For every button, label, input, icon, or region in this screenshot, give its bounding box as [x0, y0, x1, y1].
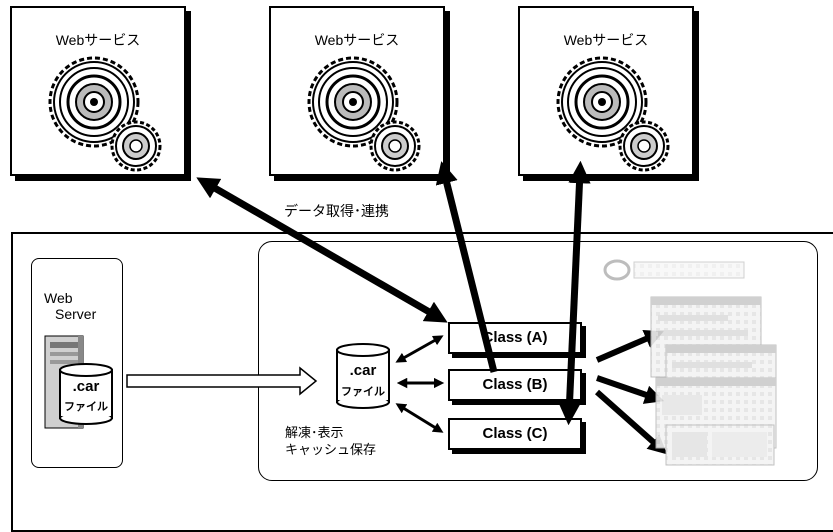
- biz-browser-logo: [603, 259, 745, 281]
- web-service-box-2: Webサービス: [269, 6, 445, 176]
- screenshots-stack: [650, 296, 777, 466]
- web-service-box-1: Webサービス: [10, 6, 186, 176]
- web-service-title-3: Webサービス: [563, 32, 649, 48]
- player-car-name-label: ファイル: [341, 386, 385, 398]
- car-name-label: ファイル: [64, 401, 108, 413]
- cache-label-1: 解凍･表示: [285, 425, 344, 440]
- web-service-box-3: Webサービス: [518, 6, 694, 176]
- cache-label-2: キャッシュ保存: [285, 442, 377, 457]
- web-service-title-2: Webサービス: [314, 32, 400, 48]
- web-server-label-1: Web: [44, 290, 73, 306]
- diagram-graphics: [44, 160, 777, 466]
- web-service-title-1: Webサービス: [55, 32, 141, 48]
- player-car-ext-label: .car: [349, 362, 377, 379]
- car-ext-label: .car: [72, 378, 100, 395]
- web-server-label-2: Server: [55, 306, 97, 322]
